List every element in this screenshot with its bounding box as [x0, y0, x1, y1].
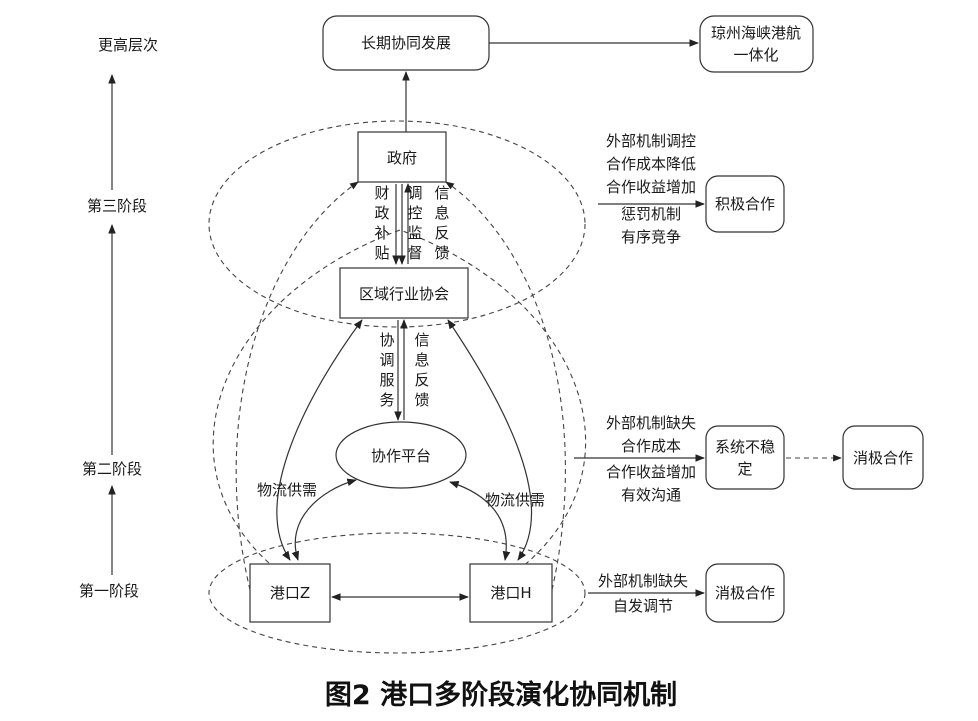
- stage3-ellipse: [208, 120, 586, 328]
- svg-text:息: 息: [434, 204, 449, 222]
- dashed-porth-gov: [445, 181, 566, 591]
- svg-text:馈: 馈: [414, 391, 429, 409]
- svg-text:自发调节: 自发调节: [613, 597, 673, 615]
- unstable-label-2: 定: [737, 460, 752, 478]
- notes-stage1: 外部机制缺失 自发调节: [598, 572, 688, 615]
- level-stage3: 第三阶段: [87, 197, 147, 215]
- svg-text:息: 息: [414, 351, 429, 369]
- svg-text:有序竞争: 有序竞争: [621, 228, 681, 246]
- svg-text:调: 调: [407, 184, 422, 202]
- port-h-box: [469, 563, 553, 623]
- level-stage2: 第二阶段: [82, 460, 142, 478]
- svg-text:补: 补: [374, 224, 389, 242]
- svg-text:合作收益增加: 合作收益增加: [606, 178, 696, 196]
- level-higher: 更高层次: [98, 36, 158, 54]
- negative-low-box: [705, 563, 785, 623]
- svg-text:信: 信: [414, 331, 429, 349]
- svg-text:外部机制缺失: 外部机制缺失: [606, 414, 696, 432]
- government-label: 政府: [387, 149, 417, 167]
- svg-text:协: 协: [379, 331, 394, 349]
- svg-text:外部机制调控: 外部机制调控: [606, 132, 696, 150]
- svg-text:合作收益增加: 合作收益增加: [606, 463, 696, 481]
- dashed-portz-gov: [235, 181, 359, 591]
- platform-label: 协作平台: [371, 447, 431, 465]
- integration-label-1: 琼州海峡港航: [711, 24, 801, 42]
- association-box: [339, 267, 469, 319]
- figure-caption: 图2 港口多阶段演化协同机制: [325, 679, 677, 711]
- svg-text:服: 服: [379, 371, 394, 389]
- svg-text:督: 督: [407, 244, 422, 262]
- svg-text:馈: 馈: [434, 244, 449, 262]
- svg-text:务: 务: [379, 391, 394, 409]
- svg-text:反: 反: [414, 371, 429, 389]
- notes-stage2: 外部机制缺失 合作成本 合作收益增加 有效沟通: [606, 414, 696, 504]
- stage2-outer-dashed: [212, 229, 587, 581]
- negative-mid-box: [842, 425, 924, 490]
- svg-text:财: 财: [374, 184, 389, 202]
- svg-text:合作成本: 合作成本: [621, 437, 681, 455]
- negative-mid-label: 消极合作: [853, 449, 913, 467]
- curve-porth-assoc: [447, 319, 533, 561]
- negative-low-label: 消极合作: [715, 584, 775, 602]
- label-coord-service: 协 调 服 务: [379, 331, 394, 409]
- curve-portz-platform: [291, 478, 357, 561]
- long-term-label: 长期协同发展: [361, 34, 451, 52]
- svg-text:贴: 贴: [374, 244, 389, 262]
- label-subsidy: 财 政 补 贴: [374, 184, 389, 262]
- positive-label: 积极合作: [715, 195, 775, 213]
- port-z-label: 港口Z: [270, 584, 310, 602]
- curve-portz-assoc: [276, 319, 363, 561]
- stage1-ellipse: [208, 532, 586, 654]
- unstable-label-1: 系统不稳: [715, 438, 775, 456]
- label-regulate: 调 控 监 督: [407, 184, 422, 262]
- curve-porth-platform: [449, 481, 511, 561]
- svg-text:监: 监: [407, 224, 422, 242]
- svg-text:外部机制缺失: 外部机制缺失: [598, 572, 688, 590]
- svg-text:有效沟通: 有效沟通: [621, 486, 681, 504]
- notes-stage3: 外部机制调控 合作成本降低 合作收益增加 惩罚机制 有序竞争: [606, 132, 696, 246]
- unstable-box: [705, 425, 785, 490]
- association-label: 区域行业协会: [359, 285, 449, 303]
- label-logistics-right: 物流供需: [485, 491, 545, 509]
- label-feedback-gov: 信 息 反 馈: [434, 184, 449, 262]
- svg-text:调: 调: [379, 351, 394, 369]
- port-z-box: [249, 563, 331, 623]
- label-feedback-assoc: 信 息 反 馈: [414, 331, 429, 409]
- svg-text:反: 反: [434, 224, 449, 242]
- svg-text:惩罚机制: 惩罚机制: [621, 205, 681, 223]
- svg-text:政: 政: [374, 204, 389, 222]
- government-box: [357, 131, 447, 183]
- integration-label-2: 一体化: [733, 46, 778, 64]
- svg-text:合作成本降低: 合作成本降低: [606, 155, 696, 173]
- integration-box: [699, 15, 814, 73]
- svg-text:信: 信: [434, 184, 449, 202]
- level-stage1: 第一阶段: [79, 582, 139, 600]
- positive-box: [705, 175, 785, 233]
- port-h-label: 港口H: [490, 584, 531, 602]
- svg-text:控: 控: [407, 204, 422, 222]
- label-logistics-left: 物流供需: [257, 481, 317, 499]
